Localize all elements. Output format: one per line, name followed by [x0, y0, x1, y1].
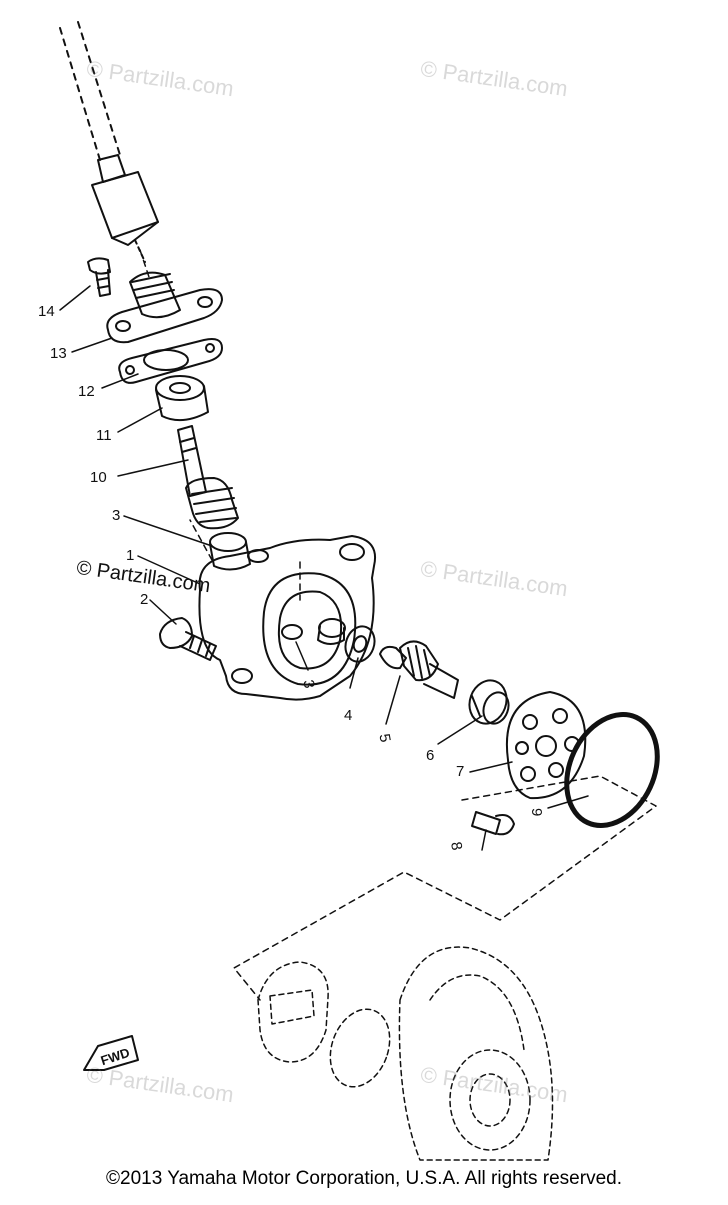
part-1-gear-housing [198, 535, 376, 701]
callout-3-upper: 3 [112, 507, 120, 524]
part-12-gasket [118, 338, 223, 384]
copyright-notice: ©2013 Yamaha Motor Corporation, U.S.A. A… [106, 1168, 622, 1189]
part-9-o-ring [564, 712, 660, 828]
part-8-screw [471, 811, 515, 836]
part-7-cover-plate [506, 691, 587, 800]
part-14-bolt [87, 257, 111, 297]
callout-1: 1 [126, 547, 134, 564]
callout-14: 14 [38, 303, 55, 320]
assembly-lines [139, 249, 657, 1001]
part-6-bushing [468, 679, 510, 725]
callout-12: 12 [78, 383, 95, 400]
speedometer-cable [59, 21, 159, 263]
callout-5: 5 [375, 732, 393, 743]
callout-13: 13 [50, 345, 67, 362]
part-10-driven-gear [177, 425, 239, 530]
part-13-housing [106, 271, 223, 344]
part-3-upper-bushing [209, 532, 251, 571]
part-4-washer [344, 625, 376, 663]
part-2-bolt [159, 617, 217, 661]
callout-7: 7 [456, 763, 464, 780]
callout-2: 2 [140, 591, 148, 608]
fwd-arrow-icon [83, 1035, 139, 1071]
callout-10: 10 [90, 469, 107, 486]
part-11-bushing [155, 375, 209, 422]
callout-8: 8 [447, 841, 465, 852]
part-5-drive-gear [379, 640, 459, 699]
callout-6: 6 [426, 747, 434, 764]
callout-3-lower: 3 [299, 678, 317, 689]
callout-11: 11 [96, 427, 112, 444]
callout-4: 4 [344, 707, 352, 724]
callout-9: 9 [528, 808, 545, 816]
leader-lines [59, 285, 589, 851]
crankcase-outline [257, 946, 554, 1161]
